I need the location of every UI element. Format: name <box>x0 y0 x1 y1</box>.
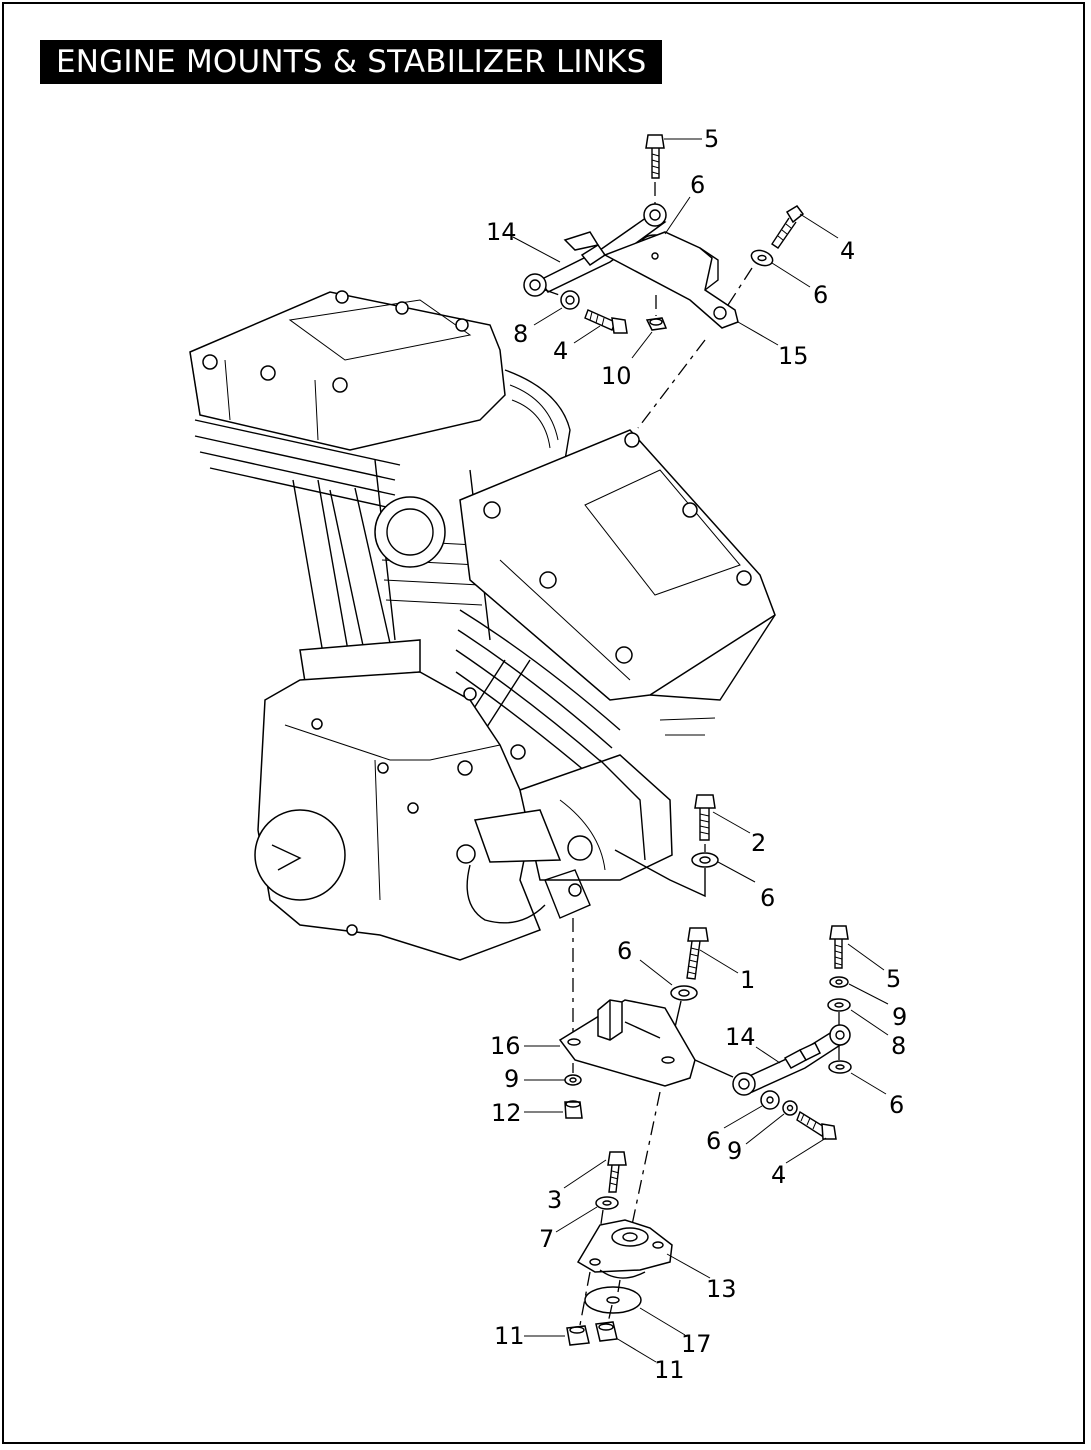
washer-17 <box>584 1286 642 1314</box>
callout-17: 17 <box>681 1330 712 1358</box>
top-stabilizer-assembly <box>523 134 805 429</box>
callout-10: 10 <box>601 362 632 390</box>
callout-2: 2 <box>751 829 766 857</box>
callout-4-topright: 4 <box>840 237 855 265</box>
callout-13: 13 <box>706 1275 737 1303</box>
callout-5-right: 5 <box>886 965 901 993</box>
callout-6-rightlow: 6 <box>889 1091 904 1119</box>
callout-12: 12 <box>491 1099 522 1127</box>
callout-6-mid: 6 <box>760 884 775 912</box>
callout-9-right: 9 <box>892 1003 907 1031</box>
callout-6-plate: 6 <box>617 937 632 965</box>
callout-11-left: 11 <box>494 1322 525 1350</box>
callout-9-left: 9 <box>504 1065 519 1093</box>
bolt-2 <box>694 794 716 809</box>
page-title: ENGINE MOUNTS & STABILIZER LINKS <box>56 44 647 80</box>
callout-4-bottom: 4 <box>771 1161 786 1189</box>
engine-illustration <box>189 290 776 961</box>
bolt-1 <box>687 927 709 942</box>
callout-3: 3 <box>547 1186 562 1214</box>
nut-11-right <box>595 1321 618 1342</box>
bolt-5-right <box>829 925 849 940</box>
callout-16: 16 <box>490 1032 521 1060</box>
nut-10 <box>645 317 668 331</box>
callout-7: 7 <box>539 1225 554 1253</box>
callout-labels: 5 6 14 4 6 8 4 10 15 2 6 6 1 5 9 8 14 16… <box>486 125 907 1384</box>
bracket-15 <box>603 231 739 329</box>
bolt-5-top <box>645 134 665 149</box>
callout-14-bottom: 14 <box>725 1023 756 1051</box>
plate-16 <box>558 999 696 1087</box>
callout-4-topleft: 4 <box>553 337 568 365</box>
bolt-3 <box>607 1151 627 1166</box>
callout-15: 15 <box>778 342 809 370</box>
lower-stabilizer-assembly <box>694 925 852 1140</box>
bolt-4-topright <box>785 205 805 224</box>
callout-14-top: 14 <box>486 218 517 246</box>
callout-6-top: 6 <box>690 171 705 199</box>
callout-9-bottom: 9 <box>727 1137 742 1165</box>
front-mount-assembly <box>558 794 719 1346</box>
callout-1: 1 <box>740 966 755 994</box>
title-bar: ENGINE MOUNTS & STABILIZER LINKS <box>40 40 662 84</box>
callout-8-top: 8 <box>513 320 528 348</box>
callout-11-right: 11 <box>654 1356 685 1384</box>
callout-6-topright: 6 <box>813 281 828 309</box>
leader-lines <box>512 138 889 1363</box>
callout-8-right: 8 <box>891 1032 906 1060</box>
callout-6-bottom: 6 <box>706 1127 721 1155</box>
callout-5-top: 5 <box>704 125 719 153</box>
